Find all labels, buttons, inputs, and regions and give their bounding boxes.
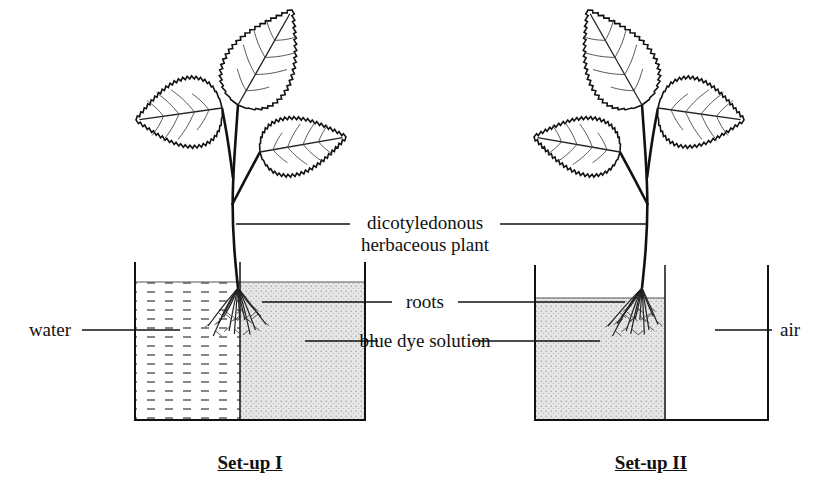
root [635, 288, 642, 319]
leaf-vein [163, 114, 179, 141]
leaf-vein [583, 37, 605, 41]
midrib [260, 138, 343, 152]
root [219, 288, 238, 323]
stem [620, 152, 648, 205]
leaf-vein [147, 101, 163, 116]
midrib [590, 14, 642, 105]
setup-title: Set-up II [581, 452, 721, 474]
leaf-vein [611, 87, 634, 91]
leaf [260, 117, 346, 178]
leaf-vein [605, 19, 613, 40]
root [640, 288, 642, 320]
root [617, 288, 642, 323]
root [613, 288, 642, 336]
leaf-vein [178, 112, 194, 140]
leaf-vein [548, 142, 562, 154]
stem [222, 108, 233, 178]
leaf [658, 76, 744, 148]
part-label: roots [390, 291, 460, 313]
midrib [238, 14, 290, 105]
leaf-vein [192, 94, 209, 110]
leaf-vein [701, 93, 723, 114]
leaf-vein [157, 93, 179, 114]
leaf-vein [266, 19, 274, 40]
setup-title: Set-up I [180, 452, 320, 474]
leaf-vein [558, 145, 577, 162]
leaf-vein [716, 116, 728, 135]
leaf-vein [593, 70, 625, 75]
leaf-vein [580, 124, 593, 147]
leaf-vein [273, 150, 287, 163]
midrib [658, 108, 741, 120]
leaf-vein [303, 145, 322, 162]
leaf-vein [265, 53, 295, 58]
leaf-vein [288, 124, 301, 147]
plant [534, 10, 744, 288]
leaf-vein [152, 116, 164, 135]
part-label: blue dye solution [350, 330, 500, 352]
dye-fill [535, 298, 665, 420]
leaf-vein [254, 29, 265, 58]
midrib [537, 138, 620, 152]
leaf-vein [318, 142, 332, 154]
leaf-vein [671, 94, 688, 110]
root [642, 288, 658, 325]
leaf-vein [243, 45, 255, 75]
leaf-vein [615, 29, 626, 58]
leaf-vein [318, 126, 327, 142]
leaf-vein [288, 147, 308, 164]
part-label: dicotyledonous herbaceous plant [335, 212, 515, 256]
leaf [136, 76, 222, 148]
leaf-vein [625, 45, 637, 75]
root [234, 288, 238, 334]
midrib [139, 108, 222, 120]
leaf-vein [275, 37, 297, 41]
roots-drawing [205, 288, 662, 336]
stem [647, 108, 658, 178]
leaf-vein [585, 53, 615, 58]
plant [136, 10, 346, 288]
leaf-vein [565, 122, 577, 144]
stem [232, 152, 260, 205]
leaf-vein [246, 87, 269, 91]
leaf [583, 10, 661, 110]
root [238, 288, 266, 325]
leaf-vein [701, 114, 717, 141]
leaf-vein [598, 133, 607, 150]
beaker [535, 265, 768, 420]
dye-fill [240, 282, 365, 420]
leaf [534, 117, 620, 178]
root [238, 288, 255, 330]
leaf-vein [237, 69, 246, 91]
leaf-vein [634, 69, 643, 91]
root [631, 288, 642, 334]
leaf-vein [716, 101, 732, 116]
partition [664, 265, 666, 420]
leaf-vein [273, 133, 282, 150]
leaf-vein [593, 150, 607, 163]
leaf-vein [671, 110, 683, 130]
part-label: water [15, 319, 85, 341]
leaf-vein [303, 122, 315, 144]
leaf-vein [686, 112, 702, 140]
leaf [219, 10, 297, 110]
partition [239, 262, 241, 420]
leaf-vein [197, 110, 209, 130]
leaf-vein [255, 70, 287, 75]
leaf-vein [553, 126, 562, 142]
root [213, 288, 238, 336]
part-label: air [770, 319, 810, 341]
water-fill [135, 282, 240, 420]
leaf-vein [573, 147, 593, 164]
